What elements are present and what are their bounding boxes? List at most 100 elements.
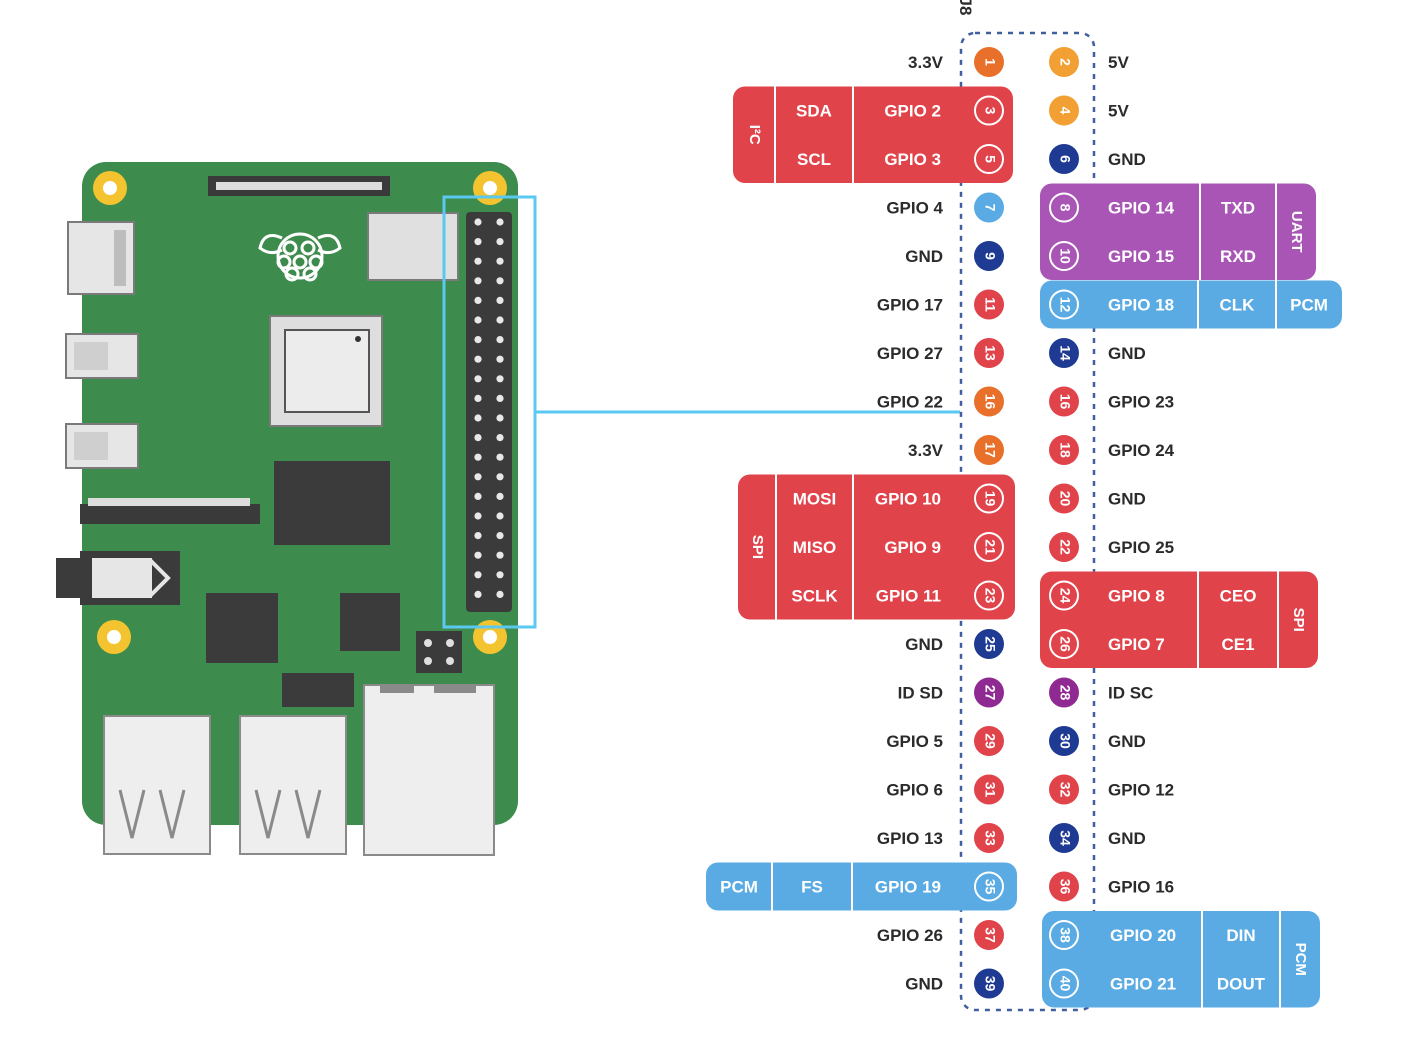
pin-29: 29 GPIO 5	[886, 726, 1004, 756]
pin-3: 3	[974, 95, 1004, 126]
block-group-label: I²C	[746, 125, 763, 145]
pin-number: 35	[982, 879, 998, 895]
soc-chip	[269, 315, 383, 427]
gpio-label: GPIO 7	[1108, 635, 1165, 654]
function-label: FS	[801, 878, 823, 897]
hdmi-port-1	[65, 333, 139, 379]
pin-number: 33	[982, 830, 998, 846]
pin-label: GND	[1108, 150, 1146, 169]
pin-17: 17 3.3V	[908, 435, 1004, 465]
audio-jack	[56, 551, 180, 605]
pin-label: GND	[1108, 344, 1146, 363]
block-pcm-clk: GPIO 18 CLK PCM	[1040, 280, 1342, 329]
raspberry-pi-board	[56, 162, 537, 856]
function-label: MOSI	[793, 490, 836, 509]
poe-header	[416, 631, 462, 673]
display-connector	[208, 176, 390, 196]
pin-number: 21	[982, 539, 998, 555]
gpio-label: GPIO 8	[1108, 587, 1165, 606]
pin-label: GPIO 6	[886, 781, 943, 800]
pin-number: 2	[1057, 58, 1073, 66]
block-group-label: SPI	[1290, 608, 1307, 632]
pin-label: GPIO 25	[1108, 538, 1174, 557]
pin-8: 8	[1049, 192, 1079, 223]
gpio-label: GPIO 14	[1108, 199, 1175, 218]
pin-label: ID SD	[898, 684, 943, 703]
pin-number: 5	[982, 155, 998, 163]
pin-38: 38	[1049, 920, 1079, 950]
pin-number: 34	[1057, 830, 1073, 846]
pin-number: 32	[1057, 782, 1073, 798]
gpio-label: GPIO 18	[1108, 296, 1174, 315]
pin-label: GPIO 4	[886, 199, 943, 218]
pin-number: 38	[1057, 927, 1073, 943]
pin-5: 5	[974, 144, 1004, 174]
pin-label: GPIO 22	[877, 393, 943, 412]
gpio-label: GPIO 15	[1108, 247, 1174, 266]
function-label: DOUT	[1217, 975, 1266, 994]
gpio-label: GPIO 20	[1110, 926, 1176, 945]
function-label: CEO	[1220, 587, 1257, 606]
pin-label: GPIO 27	[877, 344, 943, 363]
gpio-label: GPIO 11	[876, 587, 941, 606]
hdmi-port-2	[65, 423, 139, 469]
block-group-label: UART	[1288, 211, 1305, 253]
pin-number: 18	[1057, 442, 1073, 458]
function-label: MISO	[793, 538, 836, 557]
pin-number: 19	[982, 491, 998, 507]
function-label: CLK	[1220, 296, 1256, 315]
pin-23: 23	[974, 580, 1004, 611]
pmic-chip	[282, 673, 354, 707]
function-label: DIN	[1226, 926, 1255, 945]
gpio-label: GPIO 10	[875, 490, 941, 509]
function-label: SDA	[796, 102, 832, 121]
usb-port-1	[103, 715, 211, 855]
pin-number: 30	[1057, 733, 1073, 749]
pin-12: 12	[1049, 289, 1079, 320]
block-group-label: PCM	[1292, 943, 1309, 976]
camera-connector	[80, 498, 260, 524]
usb-controller-chip	[206, 593, 278, 663]
pin-number: 3	[982, 107, 998, 115]
pin-number: 36	[1057, 879, 1073, 895]
pin-number: 17	[982, 442, 998, 458]
pin-number: 39	[982, 976, 998, 992]
pin-label: ID SC	[1108, 684, 1153, 703]
pin-number: 29	[982, 733, 998, 749]
pin-label: GND	[905, 247, 943, 266]
ram-chip	[274, 461, 390, 545]
pin-label: GPIO 5	[886, 732, 943, 751]
ethernet-port	[363, 684, 495, 856]
raspberry-logo-icon	[258, 232, 342, 282]
function-label: PCM	[1290, 296, 1328, 315]
pin-label: GPIO 17	[877, 296, 943, 315]
pin-label: 3.3V	[908, 441, 944, 460]
pin-number: 14	[1057, 345, 1073, 361]
pin-label: GND	[905, 975, 943, 994]
pin-number: 6	[1057, 155, 1073, 163]
function-label: TXD	[1221, 199, 1255, 218]
function-label: CE1	[1221, 635, 1254, 654]
pin-24: 24	[1049, 580, 1079, 611]
pin-number: 31	[982, 782, 998, 798]
pin-number: 37	[982, 927, 998, 943]
pin-26: 26	[1049, 629, 1079, 659]
pin-label: GPIO 26	[877, 926, 943, 945]
